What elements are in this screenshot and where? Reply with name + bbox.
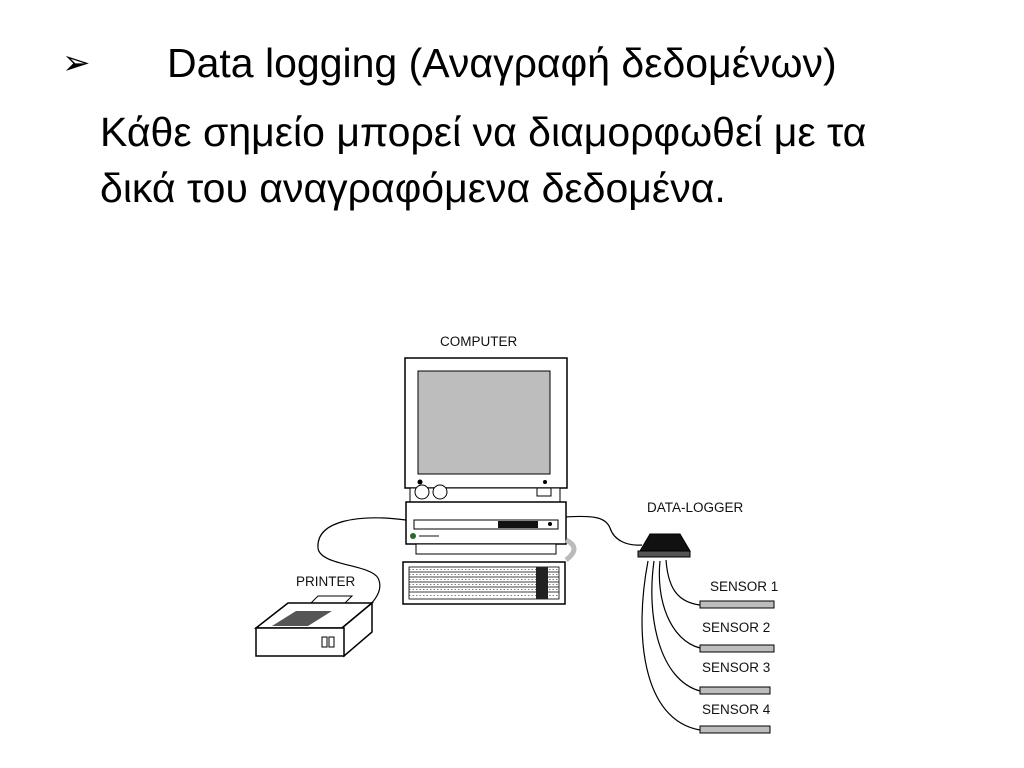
data-logger: DATA-LOGGER: [637, 500, 744, 558]
sensor-probe: [699, 725, 771, 734]
body-line: δικά του αναγραφόμενα δεδομένα.: [100, 165, 726, 211]
cables: [317, 515, 701, 731]
sensor-label: SENSOR 2: [702, 620, 770, 635]
sensor-probe: [699, 686, 771, 695]
arrow-bullet-icon: ➢: [62, 43, 91, 83]
keyboard: [402, 561, 566, 605]
sensors: SENSOR 1 SENSOR 2 SENSOR 3 SENSOR 4: [699, 579, 778, 734]
printer: PRINTER: [253, 574, 375, 658]
sensor-label: SENSOR 1: [710, 579, 778, 594]
monitor: [404, 357, 568, 503]
slide-body: Κάθε σημείο μπορεί να διαμορφωθεί με τα …: [100, 104, 1000, 216]
data-logger-label: DATA-LOGGER: [647, 500, 744, 515]
body-line: Κάθε σημείο μπορεί να διαμορφωθεί με τα: [100, 109, 867, 155]
sensor-probe: [699, 600, 775, 609]
sensor-label: SENSOR 3: [702, 660, 770, 675]
printer-label: PRINTER: [296, 574, 356, 589]
system-unit: [405, 501, 577, 562]
sensor-label: SENSOR 4: [702, 702, 771, 717]
computer: COMPUTER: [402, 334, 577, 605]
sensor-probe: [699, 644, 775, 653]
computer-label: COMPUTER: [440, 334, 518, 349]
slide-title: Data logging (Αναγραφή δεδομένων): [167, 40, 837, 86]
